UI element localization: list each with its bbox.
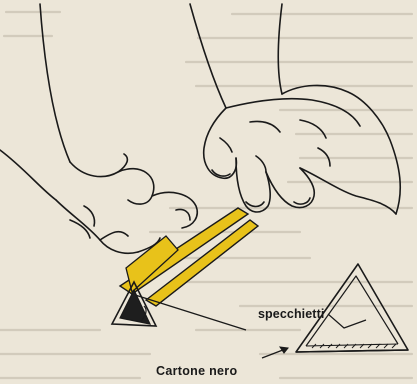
prism-base [296, 350, 408, 352]
left-hand-outline [70, 154, 127, 177]
prism-base-inner [306, 344, 398, 346]
right-arm-left-outline [190, 4, 226, 108]
right-hand-outline [226, 99, 360, 126]
right-finger-1 [204, 108, 237, 178]
right-hand-knuckles [282, 85, 400, 214]
mirrors-label: specchietti [258, 307, 324, 321]
left-fingers [56, 200, 138, 253]
left-thumb [118, 169, 154, 204]
black-card-label: Cartone nero [156, 364, 237, 378]
left-thumb-on-strip [152, 192, 197, 228]
left-thumb-nail [176, 209, 190, 220]
right-finger-nails [212, 170, 310, 207]
mirror-pointer-lines [328, 314, 366, 328]
left-knuckle-line [100, 232, 128, 240]
left-arm-upper-outline [40, 4, 70, 162]
right-arm-right-outline [278, 4, 282, 94]
left-arm-lower-outline [0, 150, 56, 200]
right-hand-tendon-lines [250, 120, 326, 138]
